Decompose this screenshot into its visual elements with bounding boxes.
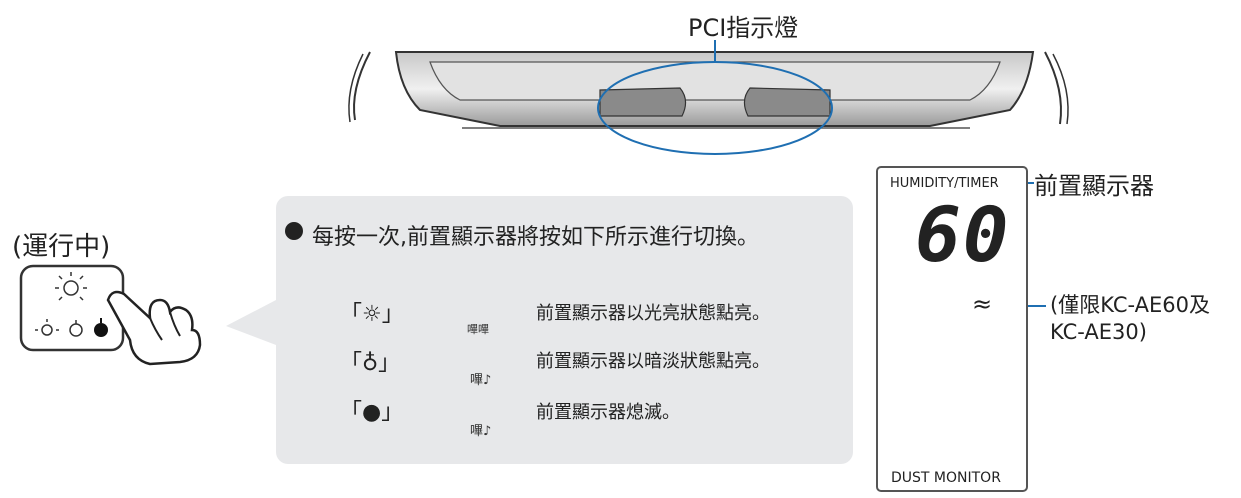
mode-description-off: 前置顯示器熄滅。 <box>536 402 680 423</box>
info-box-pointer <box>226 300 276 345</box>
running-label: (運行中) <box>12 232 111 262</box>
beep-text-3: 嗶♪ <box>470 424 492 439</box>
mode-description-dim: 前置顯示器以暗淡狀態點亮。 <box>536 351 770 372</box>
wave-mode-icon: ≈ <box>972 290 993 318</box>
mini-display-panel <box>19 264 125 352</box>
info-title: 每按一次,前置顯示器將按如下所示進行切換。 <box>312 225 759 250</box>
info-box <box>276 196 853 464</box>
mode-description-bright: 前置顯示器以光亮狀態點亮。 <box>536 303 770 324</box>
panel-title: HUMIDITY/TIMER <box>890 176 999 191</box>
mode-symbol-bright: 「☼」 <box>340 302 404 327</box>
mode-symbol-off: 「●」 <box>340 400 404 425</box>
beep-text-2: 嗶♪ <box>470 373 492 388</box>
device-top-outline <box>348 40 1069 155</box>
dust-monitor-label: DUST MONITOR <box>891 470 1001 486</box>
front-display-panel <box>876 166 1028 492</box>
front-display-label: 前置顯示器 <box>1034 172 1154 200</box>
model-note: (僅限KC-AE60及 KC-AE30) <box>1050 293 1210 344</box>
pci-indicator-label: PCI指示燈 <box>688 14 799 42</box>
mode-symbol-dim: 「♁」 <box>340 351 401 376</box>
beep-text-1: 嗶嗶 <box>467 323 489 336</box>
pointing-hand-icon <box>106 290 202 366</box>
panel-digits: 60 <box>915 190 1011 279</box>
bullet-icon <box>285 222 303 240</box>
